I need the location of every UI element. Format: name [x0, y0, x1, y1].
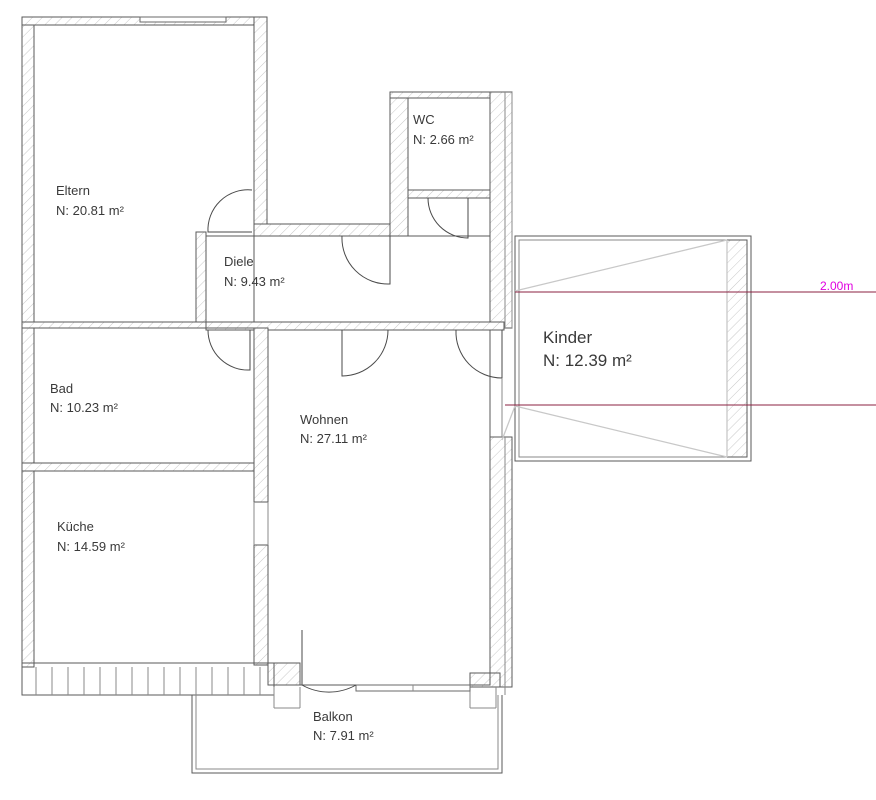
door-bad — [207, 329, 251, 371]
room-name-balkon: Balkon — [313, 709, 353, 724]
room-area-wohnen: N: 27.11 m² — [300, 431, 368, 446]
wall-eltern-east — [253, 16, 268, 225]
room-name-eltern: Eltern — [56, 183, 90, 198]
room-labels: Eltern N: 20.81 m² Diele N: 9.43 m² WC N… — [50, 112, 632, 743]
wall-wc-west — [389, 91, 409, 237]
room-name-kinder: Kinder — [543, 328, 592, 347]
door-wohnen — [341, 329, 389, 377]
kinder-room — [501, 235, 752, 462]
wall-east-upper — [489, 91, 513, 329]
doors — [207, 189, 503, 693]
room-name-wohnen: Wohnen — [300, 412, 348, 427]
door-kinder — [455, 329, 503, 379]
wall-south-left — [267, 662, 301, 686]
room-area-bad: N: 10.23 m² — [50, 400, 119, 415]
dimension-label: 2.00m — [820, 279, 853, 293]
door-eltern — [207, 189, 253, 233]
wall-wc-south — [407, 189, 491, 199]
room-area-kueche: N: 14.59 m² — [57, 539, 126, 554]
wall-kueche-wohnen — [253, 544, 269, 666]
room-area-wc: N: 2.66 m² — [413, 132, 474, 147]
room-outlines — [33, 16, 513, 695]
room-name-diele: Diele — [224, 254, 254, 269]
room-area-balkon: N: 7.91 m² — [313, 728, 374, 743]
door-wc — [427, 197, 469, 239]
room-name-bad: Bad — [50, 381, 73, 396]
wall-east-lower — [489, 436, 513, 688]
room-area-kinder: N: 12.39 m² — [543, 351, 632, 370]
door-balkon — [301, 630, 357, 693]
door-diele — [341, 235, 391, 285]
wall-bad-kueche — [21, 462, 255, 472]
dimension-lines: 2.00m — [505, 279, 876, 406]
room-name-kueche: Küche — [57, 519, 94, 534]
balcony-strip — [21, 662, 275, 696]
room-area-eltern: N: 20.81 m² — [56, 203, 125, 218]
wall-eltern-bad — [21, 321, 207, 329]
wall-diele-north — [253, 223, 395, 237]
wall-bad-wohnen — [253, 327, 269, 503]
room-area-diele: N: 9.43 m² — [224, 274, 285, 289]
balcony — [191, 684, 503, 774]
wall-south-right — [469, 672, 501, 688]
wall-diele-west — [195, 231, 207, 325]
room-name-wc: WC — [413, 112, 435, 127]
wall-west — [21, 16, 35, 668]
wall-diele-south — [205, 321, 505, 331]
walls — [21, 16, 513, 688]
